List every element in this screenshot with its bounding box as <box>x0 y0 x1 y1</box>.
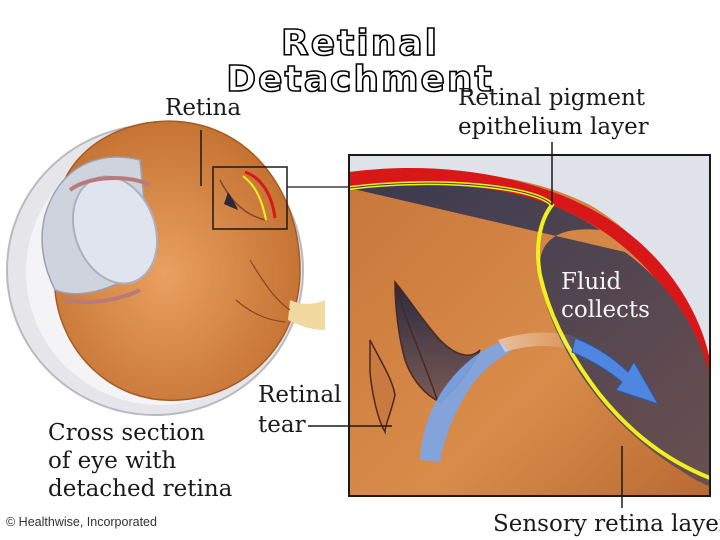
label-retina: Retina <box>165 95 242 121</box>
label-sensory: Sensory retina layer <box>493 511 720 537</box>
label-fluid-line2: collects <box>561 297 650 323</box>
flow-path-tear <box>420 342 510 462</box>
fluid-pocket <box>349 183 710 487</box>
copyright-text: © Healthwise, Incorporated <box>6 515 157 529</box>
label-fluid-line1: Fluid <box>561 269 622 295</box>
zoom-source-box <box>212 166 288 230</box>
label-tear-line1: Retinal <box>258 382 342 408</box>
label-cross-line2: of eye with <box>48 448 177 474</box>
diagram-title: Retinal Detachment <box>225 23 494 100</box>
sclera-outer <box>349 155 710 370</box>
fluid-flow-arrow <box>571 337 660 405</box>
eye-cross-section <box>6 120 325 416</box>
zoom-panel-border <box>348 154 711 497</box>
label-rpe-line1: Retinal pigment <box>458 85 645 111</box>
zoom-detail-panel <box>348 154 711 497</box>
label-tear-line2: tear <box>258 412 306 438</box>
label-cross-line1: Cross section <box>48 420 205 446</box>
label-rpe-line2: epithelium layer <box>458 114 649 140</box>
label-cross-line3: detached retina <box>48 476 233 502</box>
